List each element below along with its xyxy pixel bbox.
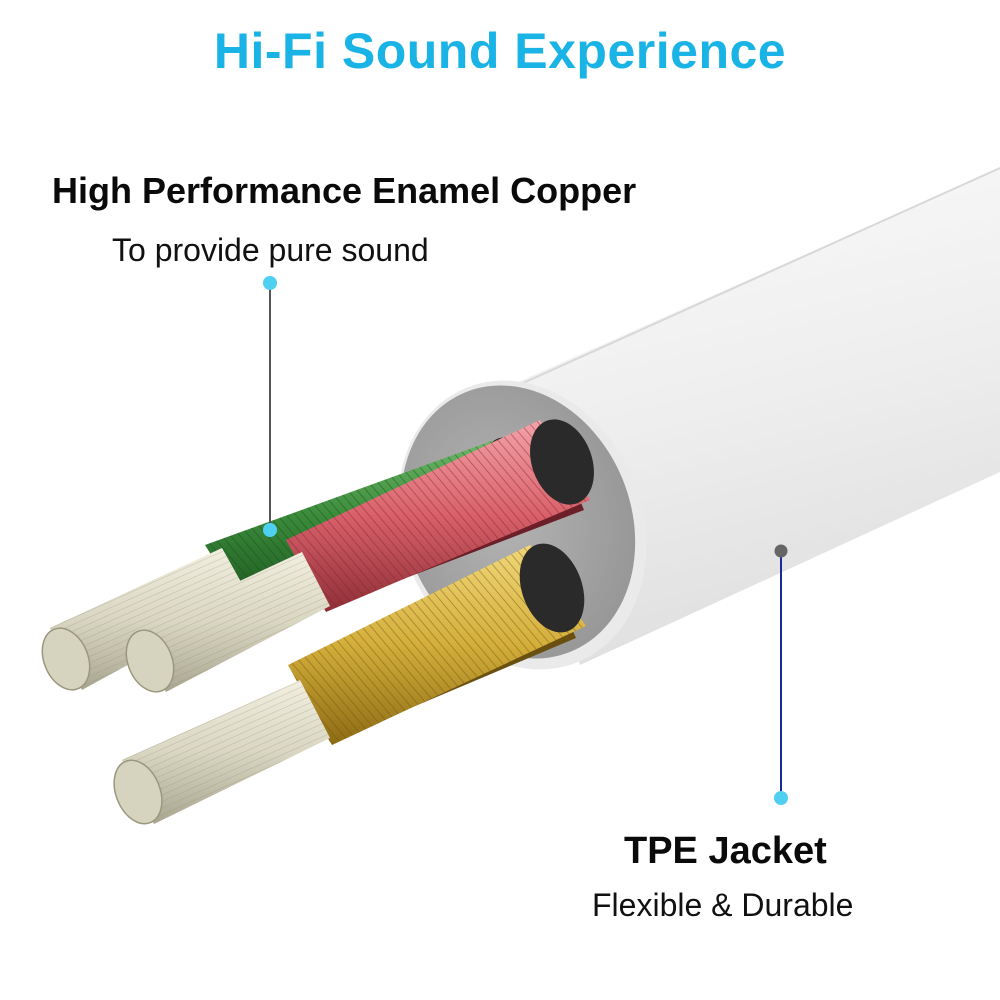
jacket-callout-title: TPE Jacket (624, 830, 827, 872)
red-wire-strands (125, 552, 330, 693)
green-wire-strands (41, 548, 250, 691)
dot-icon (263, 523, 277, 537)
dot-icon (774, 791, 788, 805)
page-headline: Hi-Fi Sound Experience (213, 23, 787, 79)
red-enamel-wire (286, 419, 594, 612)
dot-icon (263, 276, 277, 290)
copper-callout-leader (263, 276, 277, 537)
gold-wire-strands (113, 680, 330, 825)
dot-icon (774, 544, 788, 558)
gold-enamel-wire (288, 543, 586, 745)
jacket-callout-subtitle: Flexible & Durable (592, 887, 854, 923)
copper-callout-title: High Performance Enamel Copper (52, 170, 637, 211)
jacket-callout-leader (774, 544, 788, 805)
copper-callout-subtitle: To provide pure sound (112, 232, 429, 268)
